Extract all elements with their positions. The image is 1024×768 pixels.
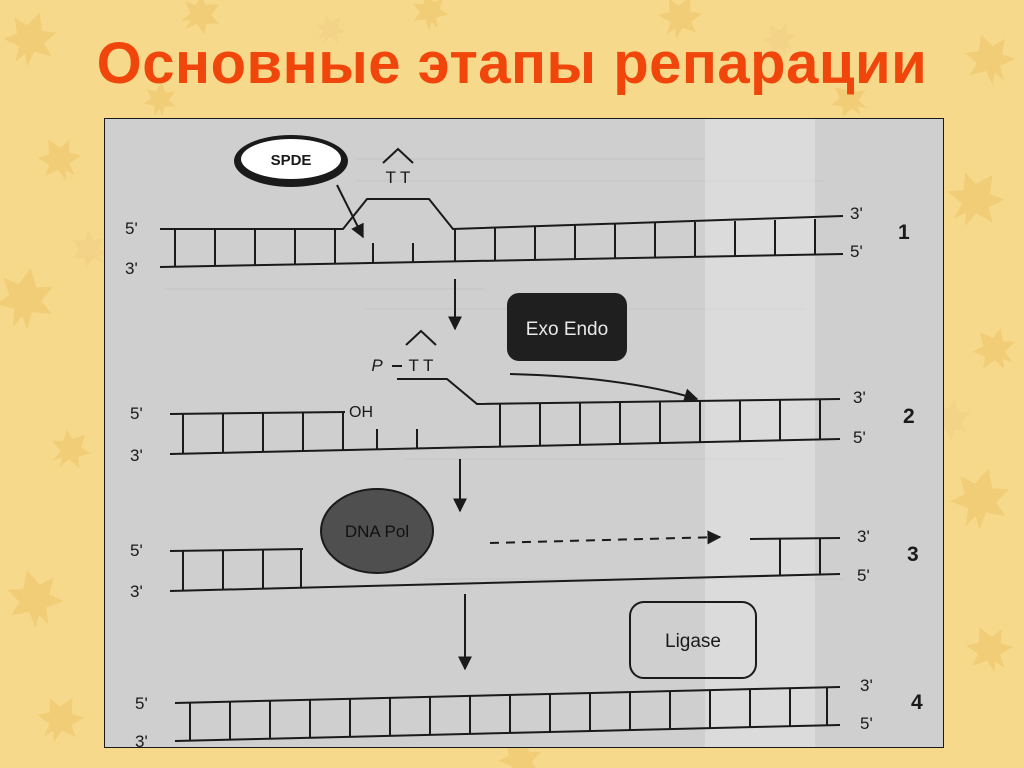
step-2-bottom-right: 5' <box>853 428 866 447</box>
step-3-bottom-right: 5' <box>857 566 870 585</box>
step-4-top-right: 3' <box>860 676 873 695</box>
step-1-top-right: 3' <box>850 204 863 223</box>
dna-strand-step-2 <box>169 378 841 455</box>
step-2-bottom-left: 3' <box>130 446 143 465</box>
phosphate-label: P <box>371 356 383 375</box>
oh-label: OH <box>349 404 373 421</box>
step-1-bottom-left: 3' <box>125 259 138 278</box>
dna-strand-step-1 <box>159 198 844 268</box>
dimer-bond-icon-2 <box>405 329 437 346</box>
dimer-label-1: T T <box>386 168 411 187</box>
step-4-top-left: 5' <box>135 694 148 713</box>
step-1-top-left: 5' <box>125 219 138 238</box>
step-1-bottom-right: 5' <box>850 242 863 261</box>
ligase-label: Ligase <box>665 631 721 652</box>
step-4-bottom-left: 3' <box>135 732 148 748</box>
exo-endo-arrow <box>509 373 699 403</box>
slide-title: Основные этапы репарации <box>96 31 928 96</box>
ligase-enzyme: Ligase <box>629 601 757 679</box>
step-3-number: 3 <box>907 543 919 566</box>
step-1-number: 1 <box>898 221 910 244</box>
repair-diagram-svg: SPDE Exo Endo DNA Pol Ligase T T P T T O… <box>125 119 923 748</box>
repair-diagram: SPDE Exo Endo DNA Pol Ligase T T P T T O… <box>104 118 944 748</box>
step-4-number: 4 <box>911 691 923 714</box>
step-2-top-right: 3' <box>853 388 866 407</box>
dimer-bond-icon <box>382 147 414 164</box>
step-3-bottom-left: 3' <box>130 582 143 601</box>
scan-light-band <box>705 119 815 747</box>
step-3-top-right: 3' <box>857 527 870 546</box>
dna-strand-step-4 <box>174 686 841 742</box>
spde-label: SPDE <box>271 152 312 169</box>
step-2-top-left: 5' <box>130 404 143 423</box>
step-2-number: 2 <box>903 405 915 428</box>
spde-enzyme: SPDE <box>234 135 348 187</box>
dimer-label-2: T T <box>409 356 434 375</box>
spde-arrow <box>336 184 364 239</box>
exo-endo-enzyme: Exo Endo <box>507 293 627 361</box>
dna-strand-step-3 <box>169 537 841 592</box>
dna-pol-label: DNA Pol <box>345 522 409 541</box>
exo-endo-label: Exo Endo <box>526 319 608 340</box>
dna-pol-enzyme: DNA Pol <box>320 488 434 574</box>
step-3-top-left: 5' <box>130 541 143 560</box>
synthesis-dashed-arrow <box>489 530 722 545</box>
step-4-bottom-right: 5' <box>860 714 873 733</box>
